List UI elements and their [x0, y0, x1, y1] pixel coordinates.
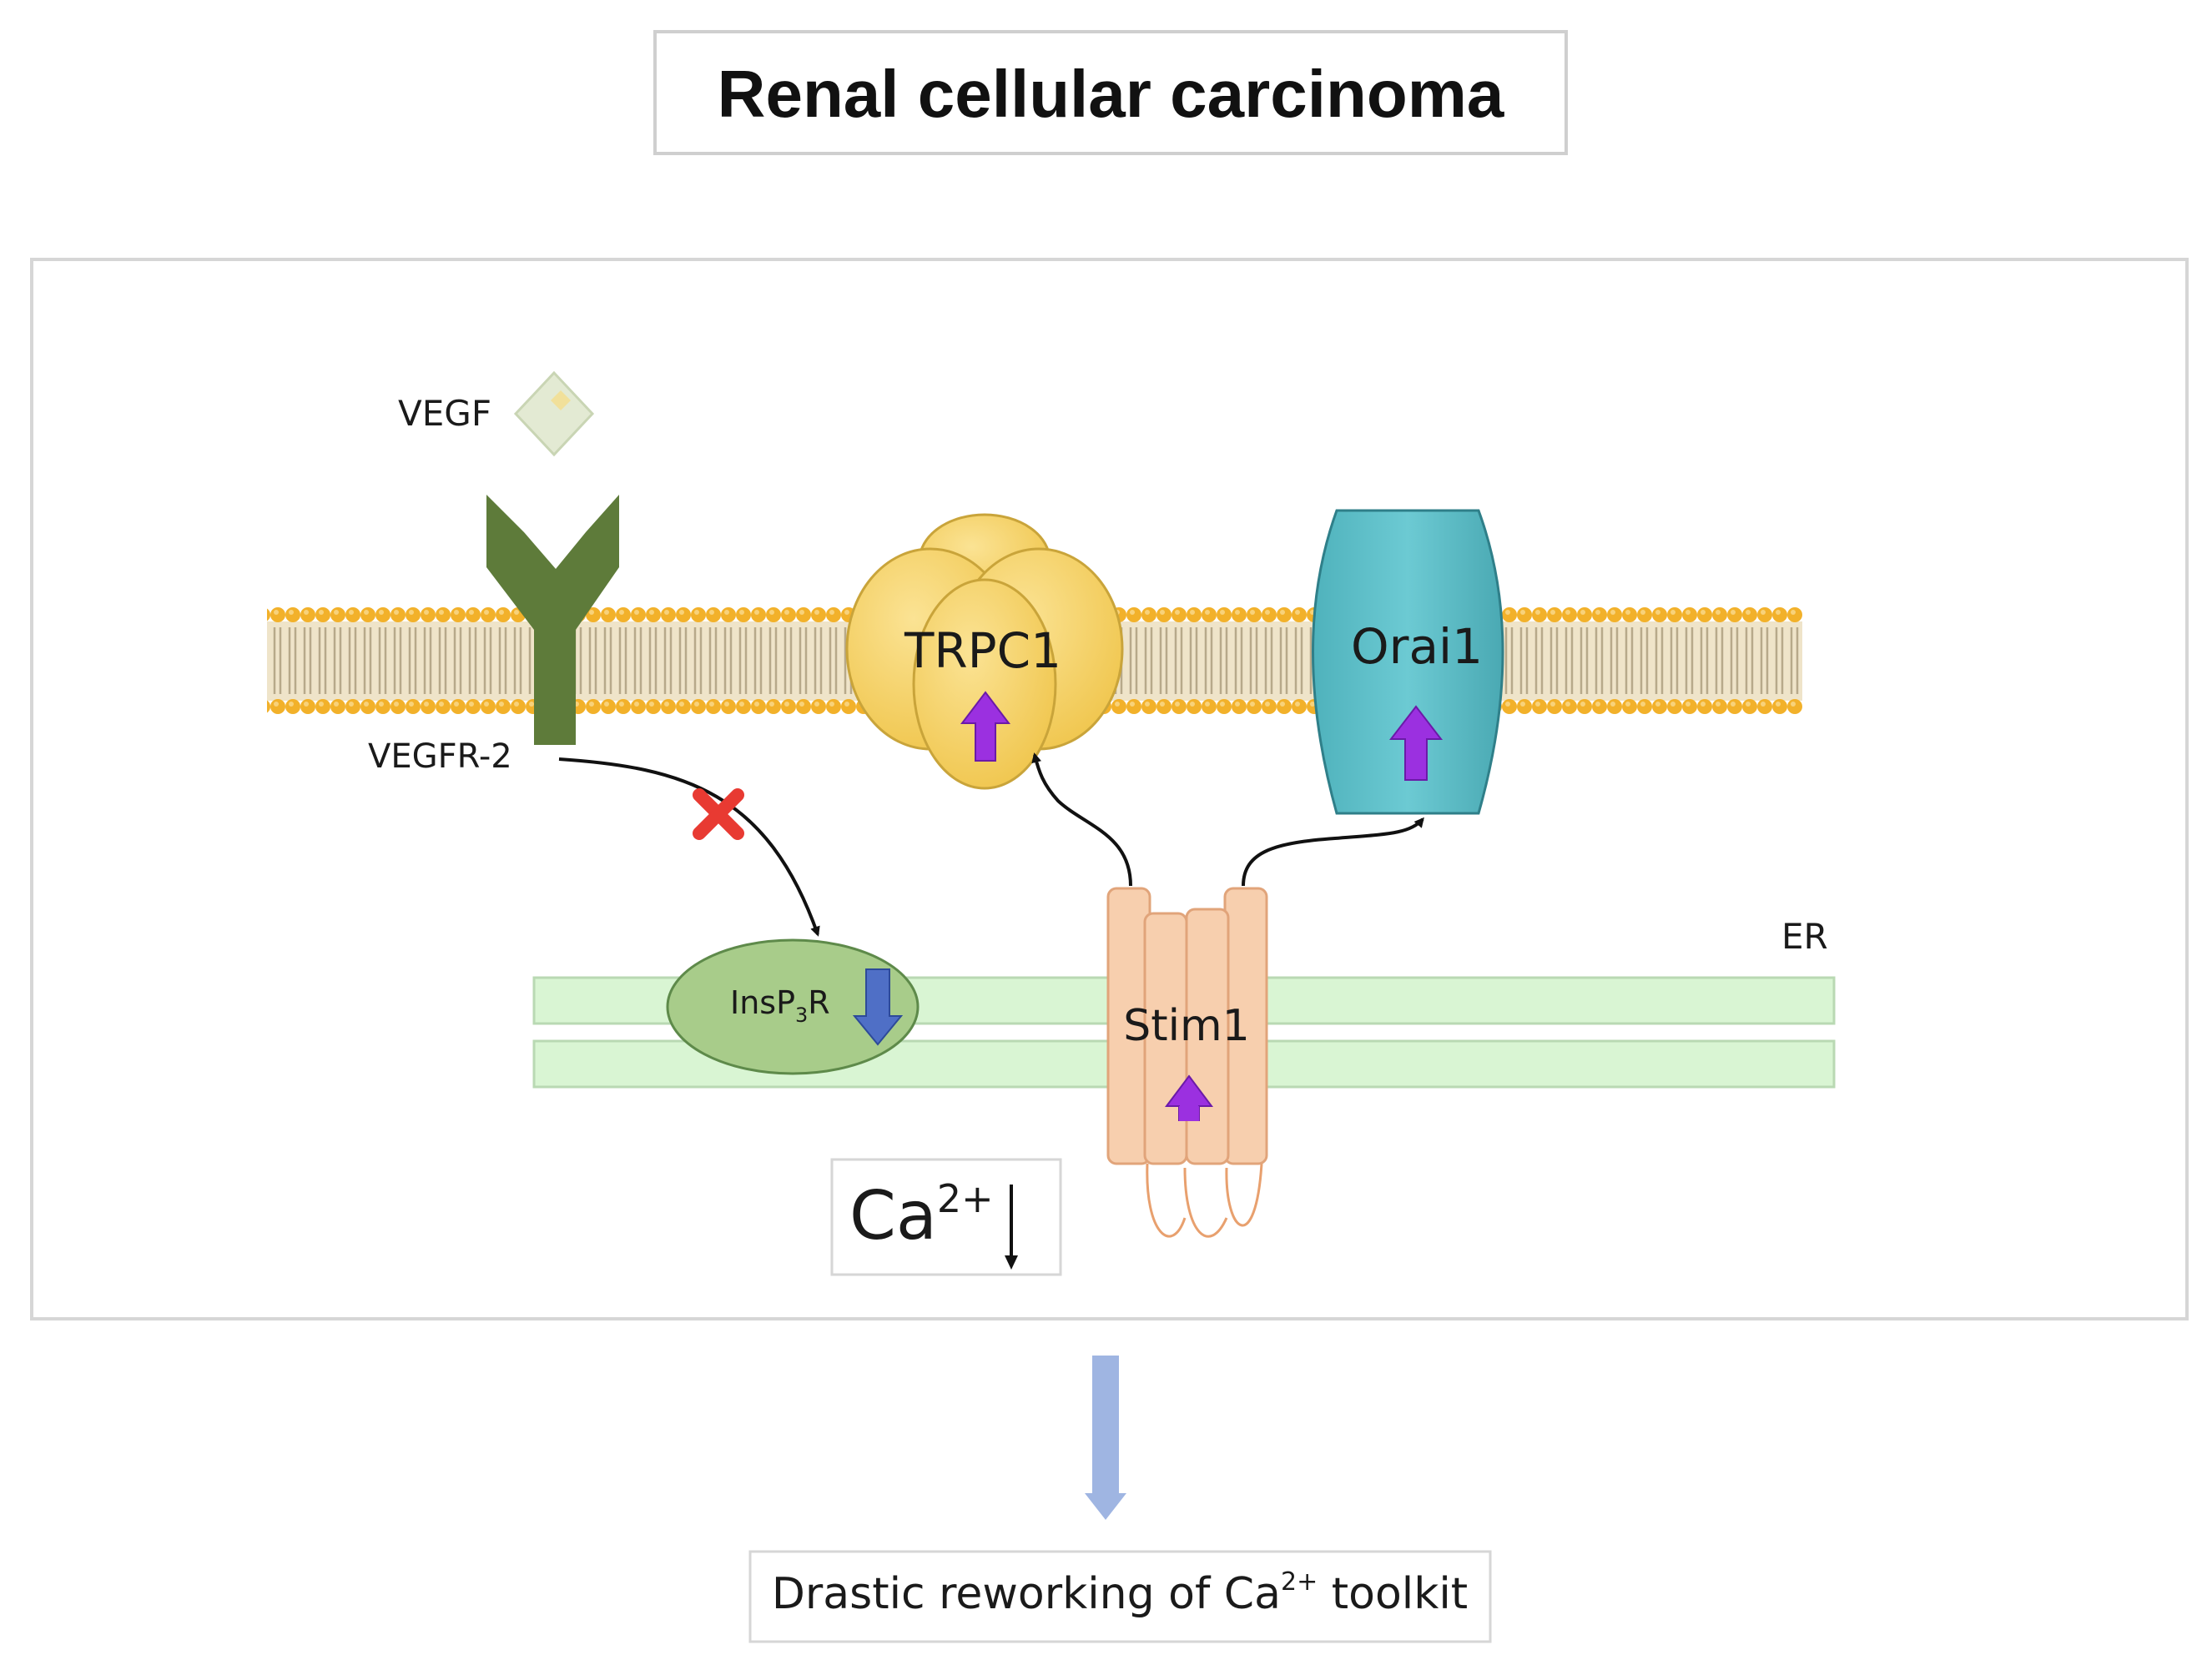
- orai1-up-arrow-icon: [1388, 705, 1444, 781]
- trpc1-channel: [845, 513, 1124, 790]
- stim1-up-arrow-shaft: [1179, 1106, 1199, 1121]
- insp3r-receptor: [666, 938, 920, 1075]
- outcome-box: Drastic reworking of Ca2+ toolkit: [748, 1550, 1492, 1643]
- insp3r-label: InsP3R: [730, 984, 830, 1027]
- calcium-label: Ca2+: [849, 1176, 994, 1255]
- stim1-to-orai1-arrow: [1242, 817, 1424, 887]
- vegfr2-receptor: [486, 495, 619, 745]
- calcium-box: Ca2+: [830, 1158, 1062, 1276]
- vegf-ligand: [513, 370, 595, 457]
- orai1-channel: [1312, 509, 1504, 815]
- outcome-label: Drastic reworking of Ca2+ toolkit: [772, 1567, 1468, 1619]
- inhibition-cross-icon: [693, 788, 744, 840]
- calcium-down-arrow-head: [1005, 1255, 1018, 1270]
- stim1-label: Stim1: [1123, 1001, 1250, 1051]
- vegfr2-to-insp3r-arrow: [558, 757, 820, 937]
- trpc1-label: TRPC1: [904, 622, 1061, 679]
- vegfr2-label: VEGFR-2: [368, 737, 512, 776]
- er-label: ER: [1781, 916, 1828, 957]
- stim1-to-trpc1-arrow: [1031, 752, 1132, 887]
- orai1-label: Orai1: [1351, 618, 1483, 675]
- flow-down-arrow-icon: [1085, 1356, 1126, 1520]
- vegf-label: VEGF: [398, 393, 491, 434]
- title-box: Renal cellular carcinoma: [653, 30, 1568, 155]
- insp3r-down-arrow-icon: [852, 968, 904, 1046]
- trpc1-up-arrow-icon: [960, 691, 1011, 762]
- page-title: Renal cellular carcinoma: [718, 57, 1504, 131]
